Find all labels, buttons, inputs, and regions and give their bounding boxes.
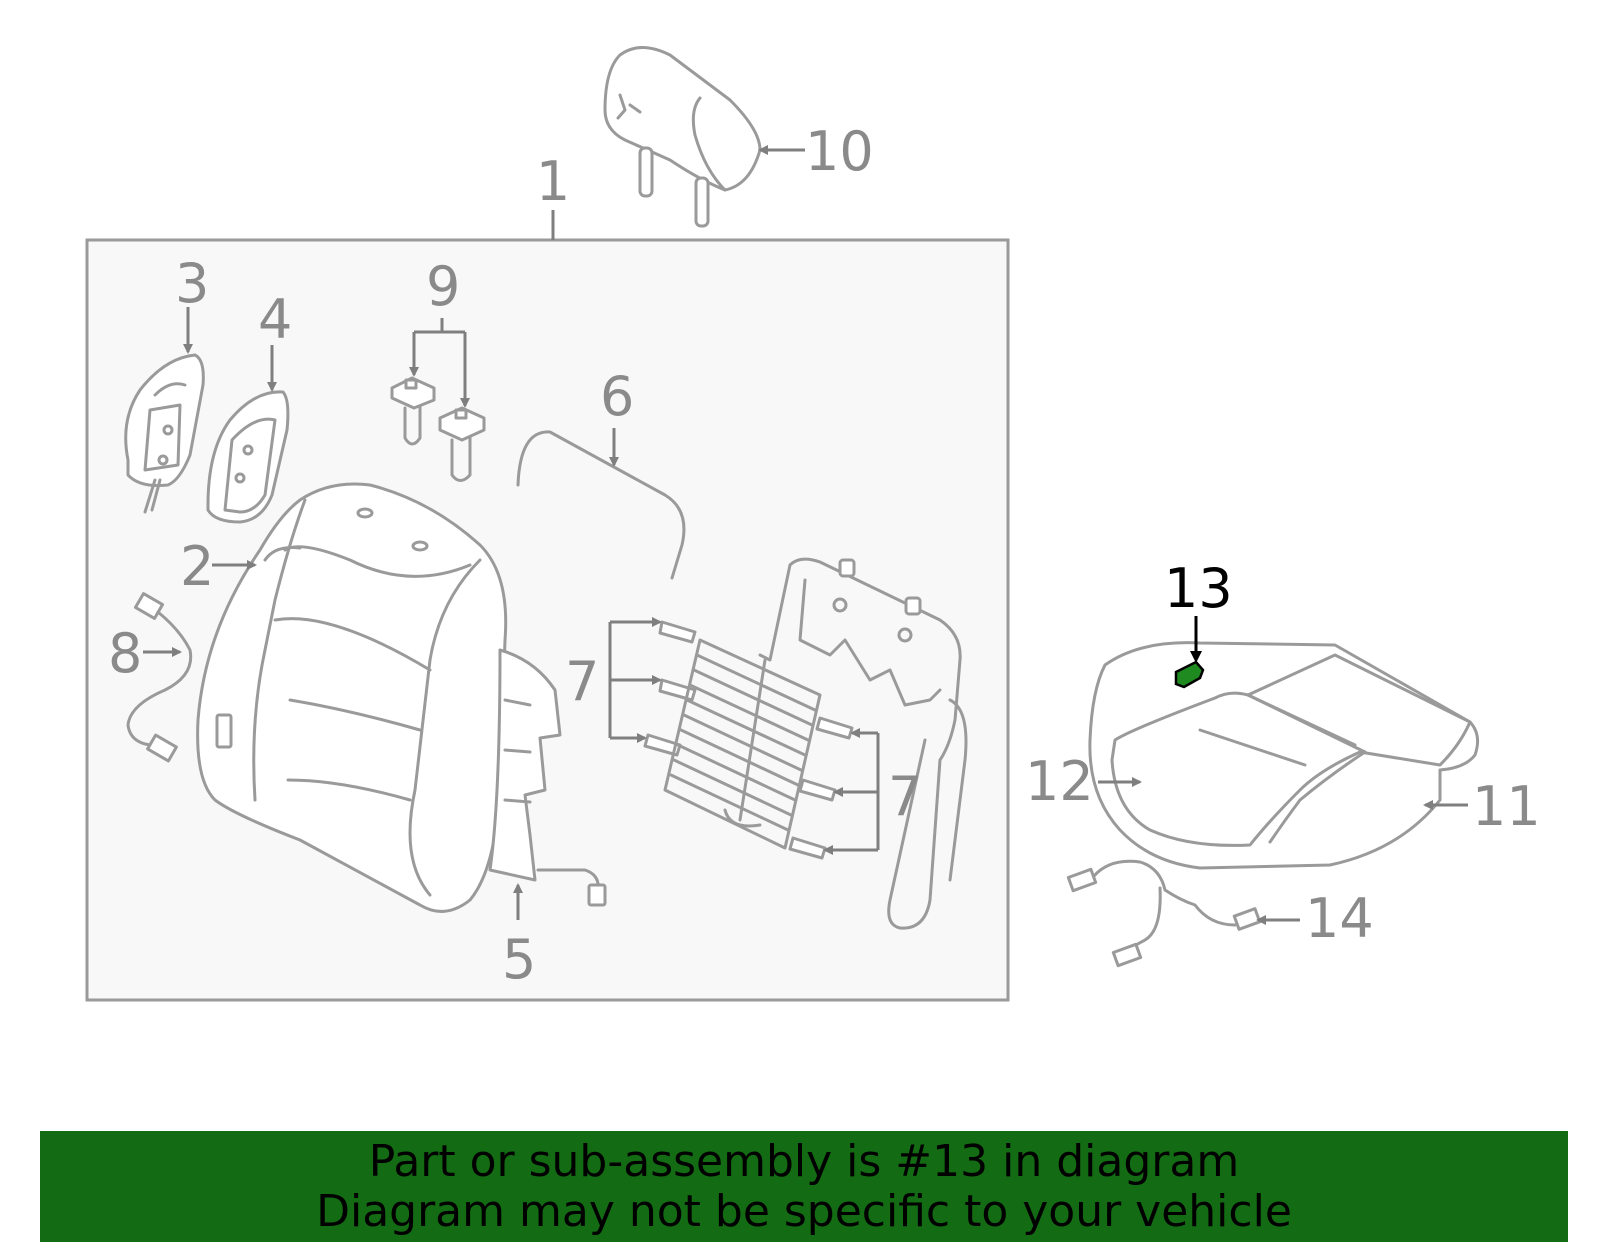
clips-part-7-right: [788, 716, 854, 860]
callout-7-left: 7: [565, 650, 599, 713]
callout-11: 11: [1472, 775, 1541, 838]
callout-1: 1: [536, 150, 570, 213]
info-banner-bg: [40, 1131, 1568, 1242]
callout-8: 8: [108, 622, 142, 685]
callout-10: 10: [805, 120, 874, 183]
seat-back-frame: [723, 557, 968, 930]
callout-9: 9: [426, 255, 460, 318]
seat-back-cover-part-2: [196, 482, 508, 913]
callout-3: 3: [175, 252, 209, 315]
seat-back-side-cover-part-4: [206, 390, 290, 524]
seat-cushion-harness-part-14: [1066, 859, 1262, 968]
callout-14: 14: [1305, 887, 1374, 950]
callout-5: 5: [502, 928, 536, 991]
seat-cushion-part-11: [1088, 641, 1480, 870]
seat-back-harness-part-8: [126, 592, 193, 763]
banner-line-2: Diagram may not be specific to your vehi…: [316, 1185, 1292, 1237]
seat-back-board-part-5: [488, 648, 607, 907]
seat-back-spring-mat: [663, 638, 822, 850]
banner-line-1: Part or sub-assembly is #13 in diagram: [368, 1135, 1240, 1187]
callout-7-right: 7: [888, 765, 922, 828]
callout-4: 4: [258, 288, 292, 351]
seat-back-side-cover-part-3: [124, 353, 205, 514]
headrest-guide-part-9: [390, 376, 486, 482]
headrest-part: [603, 46, 762, 228]
callout-2: 2: [180, 535, 214, 598]
callout-12: 12: [1025, 750, 1094, 813]
info-banner: Part or sub-assembly is #13 in diagram D…: [40, 1131, 1568, 1242]
seat-cushion-cover-part-12: [1110, 653, 1472, 847]
callout-6: 6: [600, 365, 634, 428]
seat-back-wire-part-6: [516, 430, 686, 580]
callout-13: 13: [1164, 557, 1233, 620]
